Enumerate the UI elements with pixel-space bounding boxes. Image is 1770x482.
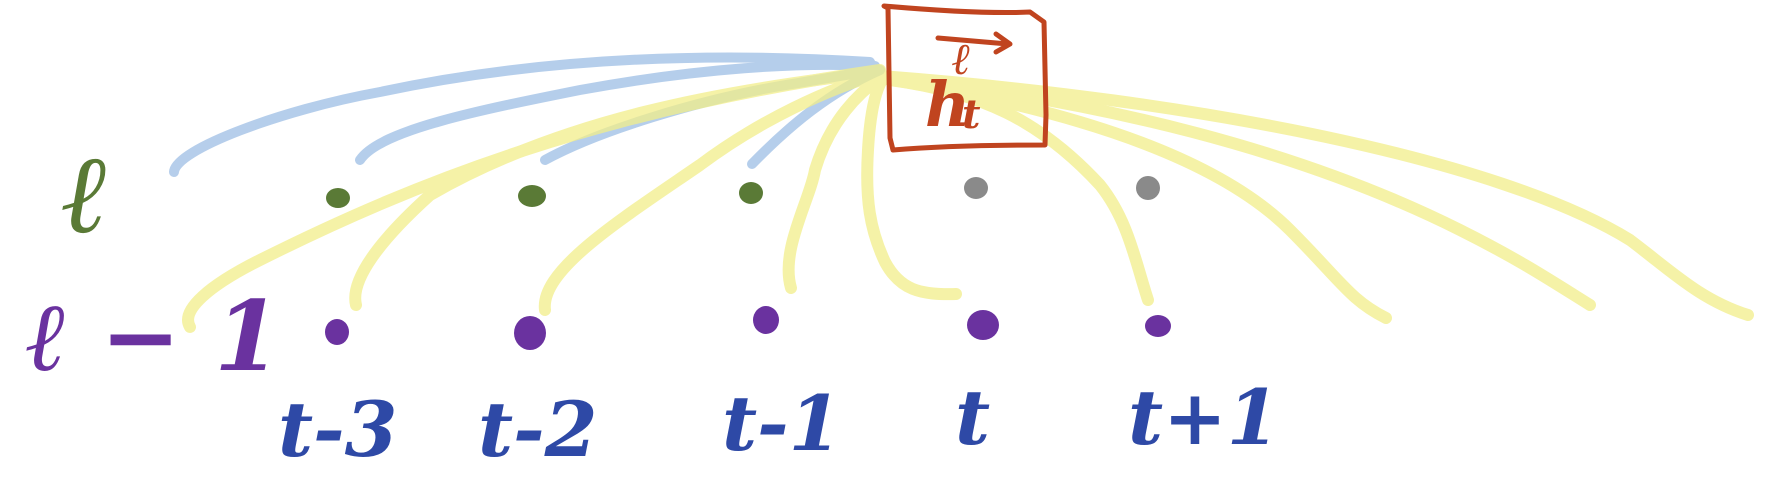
attention-link-lower-t (782, 72, 886, 294)
layer-label-upper: ℓ (62, 129, 109, 258)
lower-layer-nodes (325, 306, 1171, 350)
attention-link-lower-t-1 (538, 68, 886, 316)
node-lower-t-1 (753, 306, 779, 334)
timestep-label-t-3: t-3 (278, 385, 398, 474)
attention-link-lower-t+3 (874, 72, 1392, 324)
target-state-subscript: t (962, 91, 981, 138)
target-state-main: h (925, 68, 970, 141)
node-upper-t+1 (1136, 176, 1160, 200)
timestep-label-t+1: t+1 (1128, 373, 1280, 462)
timestep-label-t: t (955, 373, 990, 462)
target-state-box: h t ℓ (881, 3, 1049, 153)
node-lower-t-2 (514, 316, 546, 350)
timestep-labels: t-3 t-2 t-1 t t+1 (278, 373, 1280, 474)
node-lower-t (967, 310, 999, 340)
upper-layer-nodes (326, 176, 1160, 208)
node-upper-t-1 (739, 182, 763, 204)
attention-link-lower-t+4 (874, 70, 1596, 311)
attention-link-upper-t-2 (355, 59, 880, 165)
node-upper-t-2 (518, 185, 546, 207)
target-state-superscript: ℓ (952, 34, 971, 85)
node-lower-t+1 (1145, 315, 1171, 337)
target-vector-arrow (935, 31, 1013, 55)
attention-link-lower-t+1 (861, 74, 962, 301)
attention-link-lower-t-2 (349, 66, 886, 311)
lower-layer-attention-links (182, 64, 1754, 333)
attention-link-upper-t-3 (169, 52, 875, 177)
timestep-label-t-1: t-1 (722, 379, 842, 468)
timestep-label-t-2: t-2 (478, 385, 598, 474)
node-upper-t-3 (326, 188, 350, 208)
layer-label-lower: ℓ − 1 (26, 280, 281, 393)
node-upper-t (964, 177, 988, 199)
target-box-outline (881, 3, 1049, 153)
attention-link-lower-t+5 (874, 70, 1754, 321)
node-lower-t-3 (325, 319, 349, 345)
